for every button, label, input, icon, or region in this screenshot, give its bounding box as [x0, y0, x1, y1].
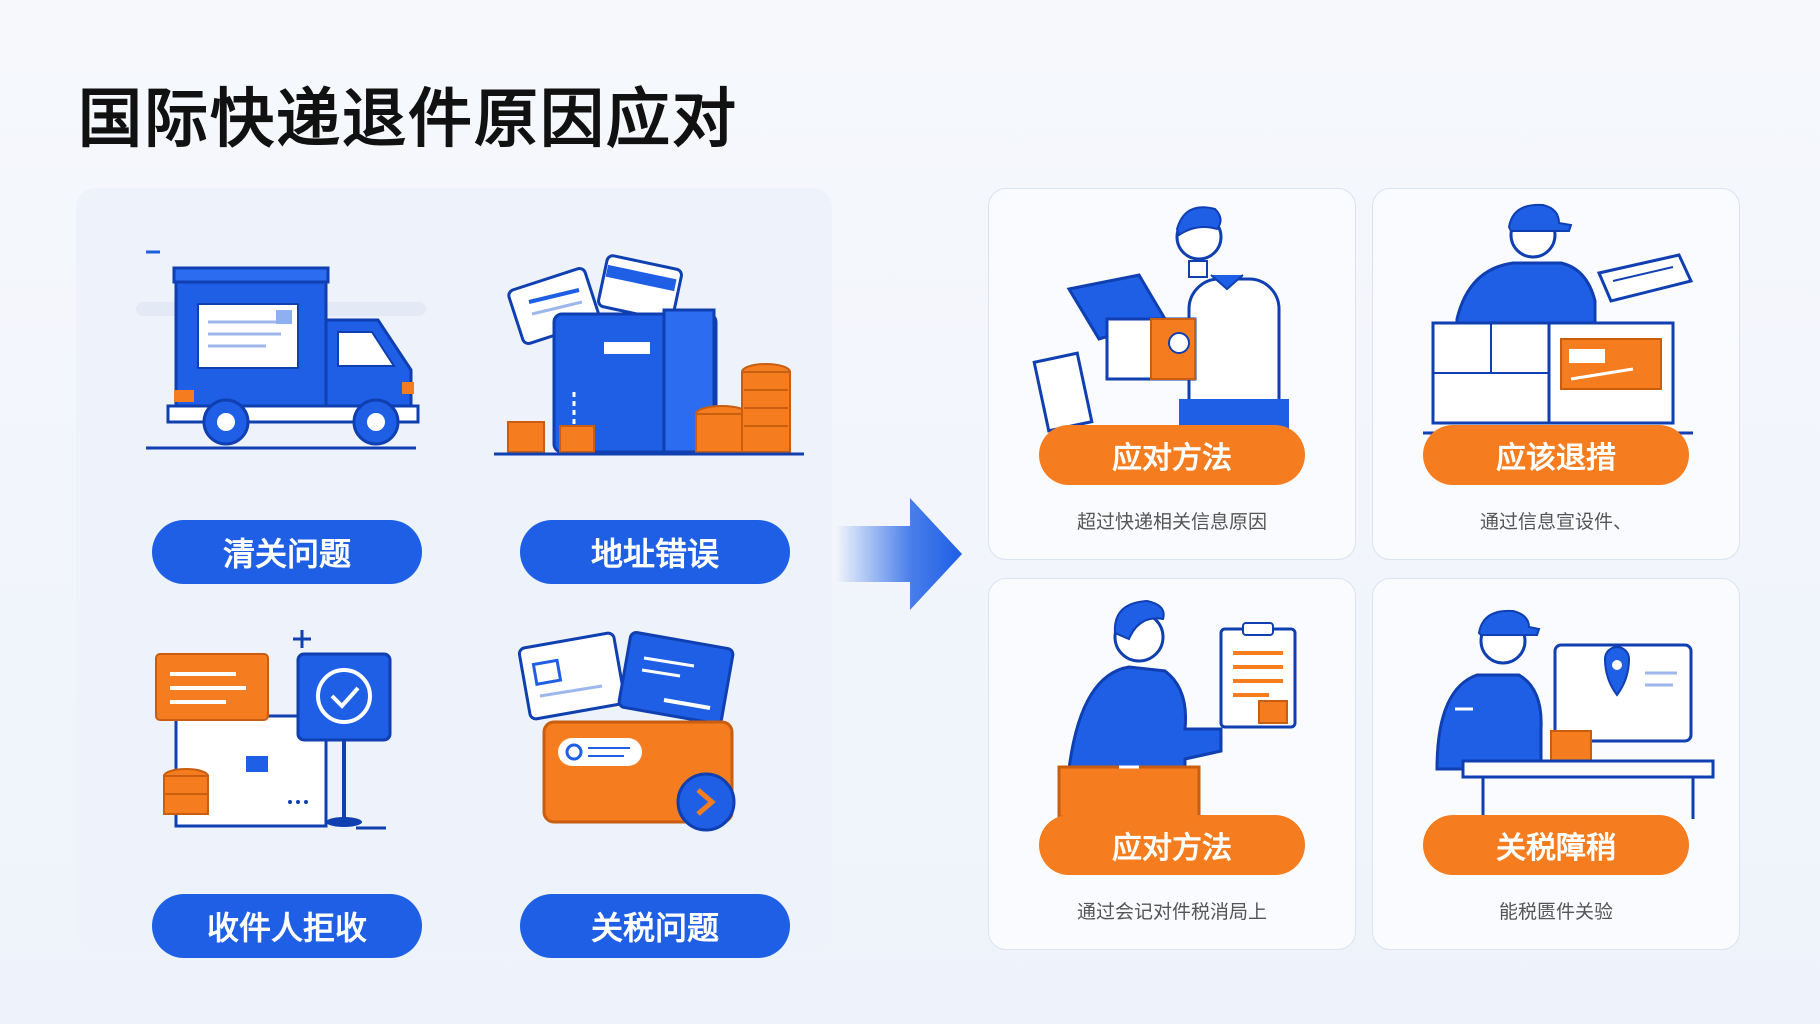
tariff-card-icon [517, 630, 736, 832]
cause-label: 地址错误 [520, 520, 790, 584]
courier-with-boxes-icon [1423, 203, 1694, 435]
documents-and-coins-icon [494, 254, 804, 456]
person-holding-parcel-icon [1032, 206, 1289, 439]
solution-label: 应该退措 [1423, 425, 1689, 485]
rejected-parcel-check-icon [155, 630, 392, 830]
solution-description: 通过信息宣设件、 [1479, 511, 1632, 533]
cause-card-address: 地址错误 [484, 222, 814, 612]
solution-label: 应对方法 [1039, 425, 1305, 485]
person-with-clipboard-icon [1057, 599, 1297, 819]
cause-label: 清关问题 [152, 520, 422, 584]
solution-description: 超过快递相关信息原因 [1076, 511, 1267, 533]
delivery-truck-icon [136, 250, 426, 450]
courier-with-map-screen-icon [1435, 609, 1715, 819]
flow-arrow-icon [836, 498, 962, 610]
cause-card-tariff: 关税问题 [484, 596, 814, 986]
cause-card-rejected: 收件人拒收 [116, 596, 446, 986]
solution-card-2: 应该退措 通过信息宣设件、 [1372, 188, 1740, 560]
cause-label: 收件人拒收 [152, 894, 422, 958]
solution-description: 通过会记对件税消局上 [1076, 901, 1267, 923]
solution-card-4: 关税障稍 能税匮件关验 [1372, 578, 1740, 950]
page-title: 国际快递退件原因应对 [78, 83, 738, 157]
solution-label: 关税障稍 [1423, 815, 1689, 875]
solution-description: 能税匮件关验 [1498, 901, 1613, 923]
solution-card-3: 应对方法 通过会记对件税消局上 [988, 578, 1356, 950]
causes-panel: 清关问题 地址错误 [76, 188, 832, 958]
solution-label: 应对方法 [1039, 815, 1305, 875]
solution-card-1: 应对方法 超过快递相关信息原因 [988, 188, 1356, 560]
cause-card-customs: 清关问题 [116, 222, 446, 612]
cause-label: 关税问题 [520, 894, 790, 958]
